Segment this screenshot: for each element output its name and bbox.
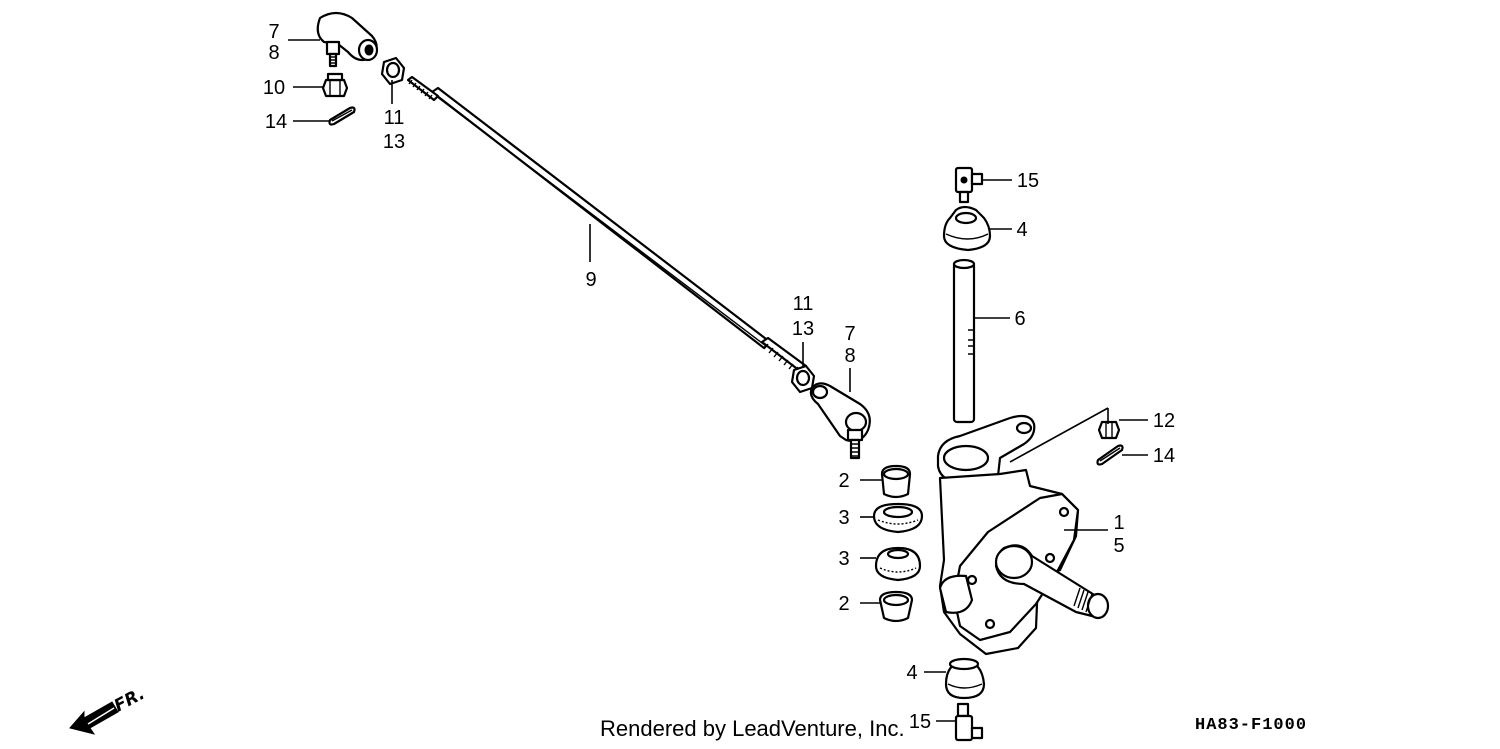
callout-13-mid: 13 [792,318,814,340]
callout-7-mid: 7 [844,323,855,345]
lock-nut-top[interactable] [380,56,406,86]
tie-rod-thread-bottom [760,336,808,373]
callout-15-top: 15 [1017,170,1039,192]
dust-seal-bottom[interactable] [944,657,986,700]
callout-labels: 7 8 10 14 11 13 9 11 13 7 8 15 4 6 12 14… [263,21,1175,733]
callout-8-top: 8 [268,42,279,64]
kingpin[interactable] [952,258,976,424]
grease-fitting-bottom[interactable] [954,702,984,742]
callout-7-top: 7 [268,21,279,43]
tie-rod-end-top[interactable] [316,11,379,68]
callout-4-bottom: 4 [906,662,917,684]
bushing-upper[interactable] [880,464,912,499]
cotter-pin-top[interactable] [328,106,356,126]
front-direction-indicator: FR. [69,684,148,735]
tie-rod-end-mid[interactable] [809,382,871,460]
bushing-lower[interactable] [878,590,914,623]
callout-6: 6 [1014,308,1025,330]
dust-seal-top[interactable] [942,205,992,252]
callout-10: 10 [263,77,285,99]
callout-2-upper: 2 [838,470,849,492]
bearing-upper[interactable] [872,502,924,534]
callout-8-mid: 8 [844,345,855,367]
callout-11-top: 11 [384,107,405,129]
steering-knuckle[interactable] [936,414,1110,656]
castle-nut-12[interactable] [1097,420,1121,440]
callout-15-bottom: 15 [909,711,931,733]
bearing-lower[interactable] [874,546,922,582]
callout-13-top: 13 [383,131,405,153]
render-credit: Rendered by LeadVenture, Inc. [600,716,905,741]
drawing-code: HA83-F1000 [1195,716,1308,735]
callout-4-top: 4 [1016,219,1027,241]
lock-nut-mid[interactable] [790,364,816,394]
leader-lines [288,39,1148,722]
callout-14-top: 14 [265,111,287,133]
cotter-pin-right[interactable] [1096,444,1124,466]
callout-12: 12 [1153,410,1175,432]
callout-1: 1 [1113,512,1124,534]
grease-fitting-top[interactable] [954,166,984,204]
callout-9: 9 [585,269,596,291]
castle-nut-10[interactable] [321,72,349,98]
callout-14-right: 14 [1153,445,1175,467]
callout-5: 5 [1113,535,1124,557]
front-arrow-icon [69,701,119,735]
callout-3-lower: 3 [838,548,849,570]
callout-2-lower: 2 [838,593,849,615]
callout-3-upper: 3 [838,507,849,529]
callout-11-mid: 11 [793,293,814,315]
tie-rod-thread-top [406,75,440,102]
tie-rod[interactable] [406,75,808,373]
